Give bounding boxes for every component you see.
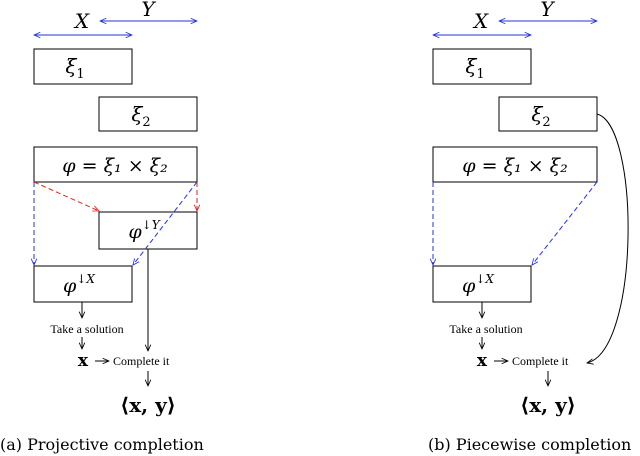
take-solution-label: Take a solution: [50, 322, 123, 336]
caption-projective: (a) Projective completion: [0, 435, 204, 454]
xi1-label: ξ1: [65, 54, 84, 82]
proj-y-left-arrow: [33, 181, 99, 212]
phi-product-label: φ = ξ₁ × ξ₂: [462, 155, 567, 177]
y-axis-label: Y: [141, 0, 156, 21]
left-panel: X Y ξ1 ξ2 φ = ξ₁ × ξ₂ φ↓Y φ↓X Take a sol…: [0, 0, 204, 454]
xi1-box: [33, 48, 133, 85]
phi-proj-x-label: φ↓X: [462, 272, 494, 297]
xi2-label: ξ2: [531, 102, 550, 130]
x-solution-label: x: [477, 351, 488, 371]
right-panel: X Y ξ1 ξ2 φ = ξ₁ × ξ₂ φ↓X Take a solutio…: [428, 0, 631, 454]
y-axis-label: Y: [540, 0, 555, 21]
result-pair-label: ⟨x, y⟩: [520, 393, 576, 417]
x-solution-label: x: [78, 351, 89, 371]
xi2-box: [98, 96, 198, 132]
x-axis-label: X: [73, 9, 90, 33]
xi1-box: [432, 48, 532, 85]
x-axis-label: X: [472, 9, 489, 33]
xi2-to-complete-curve: [587, 113, 629, 363]
xi1-label: ξ1: [465, 54, 484, 82]
xi2-box: [498, 96, 598, 132]
take-solution-label: Take a solution: [449, 322, 522, 336]
result-pair-label: ⟨x, y⟩: [120, 393, 176, 417]
phi-product-box: [432, 146, 598, 183]
phi-proj-y-label: φ↓Y: [128, 218, 160, 243]
phi-product-label: φ = ξ₁ × ξ₂: [62, 155, 167, 177]
complete-it-label: Complete it: [512, 354, 569, 368]
phi-proj-x-box: [33, 265, 133, 303]
xi2-label: ξ2: [131, 102, 150, 130]
proj-x-right-arrow: [133, 181, 198, 265]
proj-x-right-arrow: [532, 181, 598, 265]
phi-product-box: [33, 146, 198, 183]
caption-piecewise: (b) Piecewise completion: [428, 435, 631, 454]
phi-proj-y-box: [98, 211, 198, 250]
phi-proj-x-label: φ↓X: [63, 272, 95, 297]
complete-it-label: Complete it: [113, 354, 170, 368]
